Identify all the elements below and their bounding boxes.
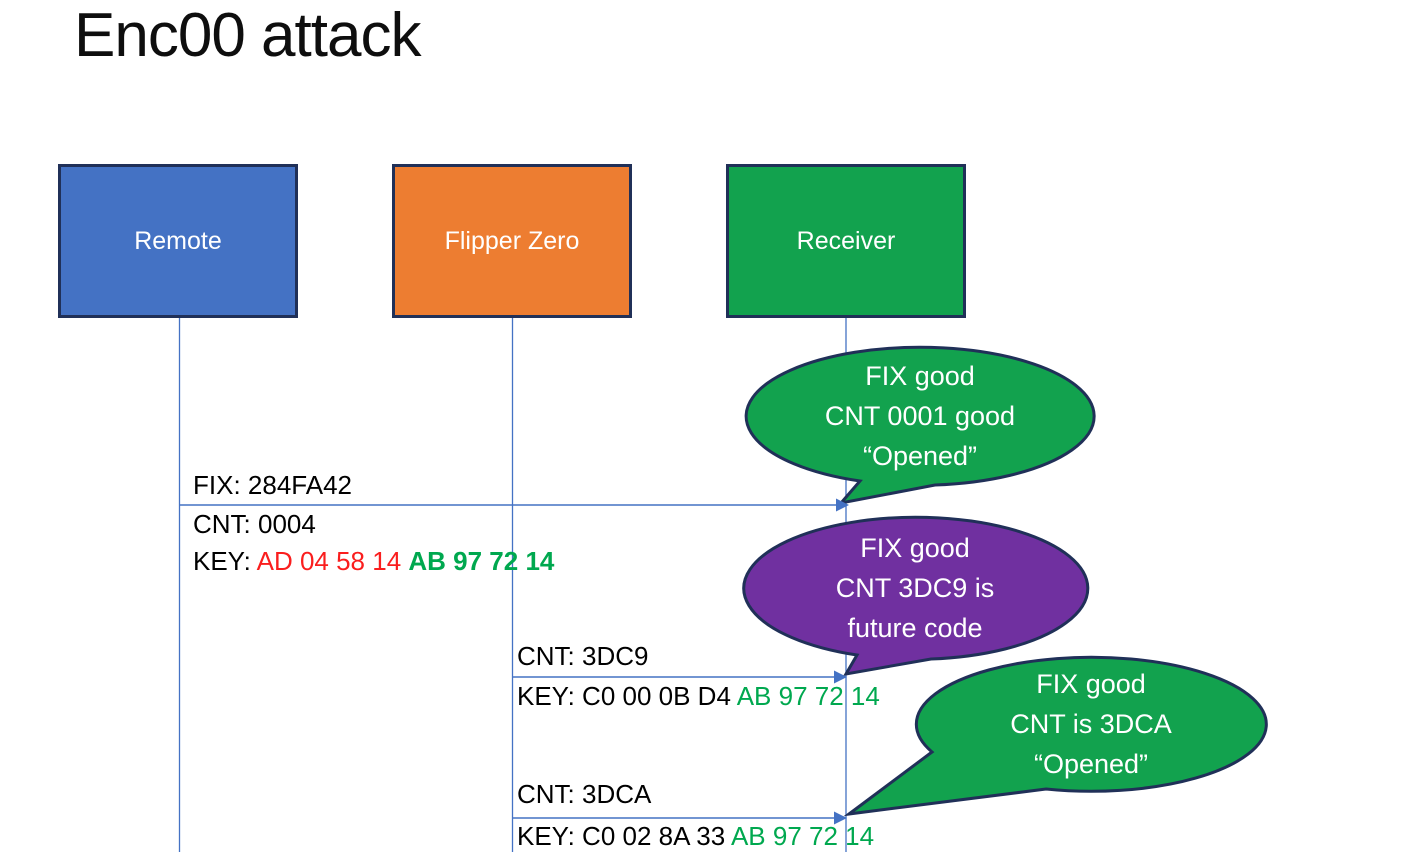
- message-3-key-prefix: KEY: C0 02 8A 33: [517, 821, 731, 851]
- message-1-key-label: KEY: AD 04 58 14 AB 97 72 14: [193, 546, 554, 576]
- message-3-arrowhead-icon: [834, 811, 847, 825]
- message-2-arrowhead-icon: [834, 670, 847, 684]
- message-1-key-red-part: AD 04 58 14: [256, 546, 409, 576]
- message-2-key-label: KEY: C0 00 0B D4 AB 97 72 14: [517, 681, 880, 711]
- actor-label-receiver: Receiver: [796, 226, 896, 255]
- actor-label-flipper-zero: Flipper Zero: [444, 226, 580, 255]
- callout-3-line-1: FIX good: [1036, 669, 1146, 699]
- callout-1-line-1: FIX good: [865, 361, 975, 391]
- actor-box-receiver: Receiver: [726, 164, 966, 318]
- callout-1-line-3: “Opened”: [862, 441, 978, 471]
- callout-3-bubble: [843, 655, 1268, 817]
- callout-1-text: FIX good CNT 0001 good “Opened”: [750, 354, 1090, 478]
- callout-1-line-2: CNT 0001 good: [824, 401, 1016, 431]
- message-2-key-prefix: KEY: C0 00 0B D4: [517, 681, 737, 711]
- page-title: Enc00 attack: [74, 1, 421, 70]
- message-1-cnt-label: CNT: 0004: [193, 509, 316, 539]
- callout-2-text: FIX good CNT 3DC9 is future code: [745, 526, 1085, 650]
- callout-3-line-2: CNT is 3DCA: [1010, 709, 1172, 739]
- message-1-key-prefix: KEY:: [193, 546, 257, 576]
- callout-2-bubble: [742, 515, 1090, 677]
- message-3-key-label: KEY: C0 02 8A 33 AB 97 72 14: [517, 821, 874, 851]
- actor-box-remote: Remote: [58, 164, 298, 318]
- message-2-key-green-part: AB 97 72 14: [736, 681, 880, 711]
- message-1-fix-label: FIX: 284FA42: [193, 470, 352, 500]
- message-2-cnt-label: CNT: 3DC9: [517, 641, 649, 671]
- callout-1-bubble: [744, 345, 1096, 506]
- callout-3-text: FIX good CNT is 3DCA “Opened”: [921, 662, 1261, 786]
- actor-label-remote: Remote: [134, 226, 222, 255]
- message-1-key-green-part: AB 97 72 14: [408, 546, 555, 576]
- callout-2-line-3: future code: [847, 613, 983, 643]
- actor-box-flipper-zero: Flipper Zero: [392, 164, 632, 318]
- message-3-key-green-part: AB 97 72 14: [730, 821, 875, 851]
- callout-2-line-2: CNT 3DC9 is: [835, 573, 995, 603]
- callout-3-line-3: “Opened”: [1033, 749, 1149, 779]
- message-1-arrowhead-icon: [836, 498, 849, 512]
- callout-2-line-1: FIX good: [860, 533, 970, 563]
- message-3-cnt-label: CNT: 3DCA: [517, 779, 652, 809]
